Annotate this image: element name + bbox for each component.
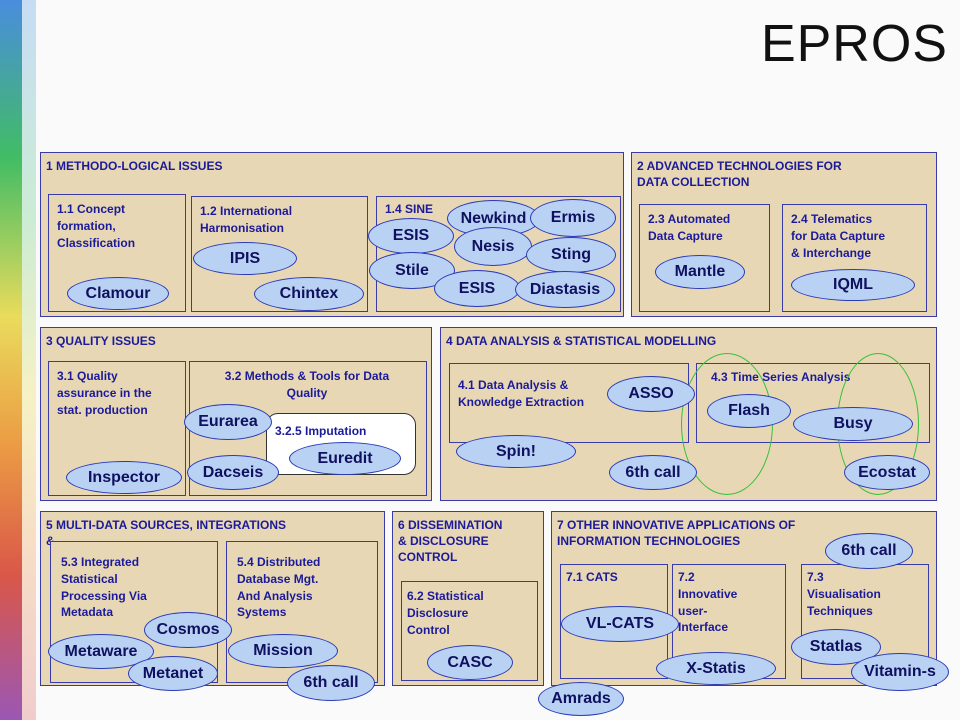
project-6th-call-analysis[interactable]: 6th call [609,455,697,490]
section-label: 3 QUALITY ISSUES [46,334,156,348]
project-flash[interactable]: Flash [707,394,791,428]
sub-label: 1.4 SINE [385,202,434,216]
sub-label: 3.2.5 Imputation [275,424,367,438]
section-label: 4 DATA ANALYSIS & STATISTICAL MODELLING [446,334,717,348]
project-ipis[interactable]: IPIS [193,242,297,275]
project-mantle[interactable]: Mantle [655,255,745,289]
sub-label: 4.1 Data Analysis & Knowledge Extraction [458,378,585,409]
sub-6-2: 6.2 Statistical Disclosure Control [401,581,538,681]
project-busy[interactable]: Busy [793,407,913,441]
project-casc[interactable]: CASC [427,645,513,680]
sub-label: 5.4 Distributed Database Mgt. And Analys… [237,555,321,620]
project-mission[interactable]: Mission [228,634,338,668]
sub-label: 2.3 Automated Data Capture [648,212,731,243]
project-dacseis[interactable]: Dacseis [187,455,279,490]
sub-label: 2.4 Telematics for Data Capture & Interc… [791,212,886,260]
project-metanet[interactable]: Metanet [128,656,218,691]
sub-label: 7.3 Visualisation Techniques [807,570,881,618]
project-sting[interactable]: Sting [526,237,616,273]
project-chintex[interactable]: Chintex [254,277,364,311]
project-ecostat[interactable]: Ecostat [844,455,930,490]
project-x-statis[interactable]: X-Statis [656,652,776,685]
project-6th-call-other[interactable]: 6th call [825,533,913,569]
sub-label: 3.2 Methods & Tools for Data Quality [224,369,390,400]
project-asso[interactable]: ASSO [607,376,695,412]
sub-label: 5.3 Integrated Statistical Processing Vi… [61,555,147,620]
project-eurarea[interactable]: Eurarea [184,404,272,440]
accent-bar-light [22,0,36,720]
project-inspector[interactable]: Inspector [66,461,182,494]
project-6th-call-multi[interactable]: 6th call [287,665,375,701]
sub-label: 7.2 Innovative user- Interface [678,570,738,635]
sub-label: 6.2 Statistical Disclosure Control [407,589,484,637]
project-clamour[interactable]: Clamour [67,277,169,310]
project-euredit[interactable]: Euredit [289,442,401,475]
section-label: 1 METHODO-LOGICAL ISSUES [46,159,223,173]
sub-label: 1.1 Concept formation, Classification [57,202,136,250]
section-label: 6 DISSEMINATION & DISCLOSURE CONTROL [398,518,503,565]
project-diastasis[interactable]: Diastasis [515,271,615,308]
project-cosmos[interactable]: Cosmos [144,612,232,648]
project-nesis[interactable]: Nesis [454,227,532,266]
sub-label: 7.1 CATS [566,570,618,584]
section-dissemination: 6 DISSEMINATION & DISCLOSURE CONTROL 6.2… [392,511,544,686]
project-iqml[interactable]: IQML [791,269,915,301]
project-amrads[interactable]: Amrads [538,682,624,716]
page-title: EPROS [760,15,948,73]
sub-label: 3.1 Quality assurance in the stat. produ… [57,369,152,417]
project-esis-2[interactable]: ESIS [434,270,520,307]
project-vl-cats[interactable]: VL-CATS [561,606,679,642]
project-ermis[interactable]: Ermis [530,199,616,237]
accent-bar [0,0,22,720]
project-stile[interactable]: Stile [369,252,455,289]
section-label: 7 OTHER INNOVATIVE APPLICATIONS OF INFOR… [557,518,796,549]
sub-label: 1.2 International Harmonisation [200,204,293,235]
project-spin[interactable]: Spin! [456,435,576,468]
section-label: 2 ADVANCED TECHNOLOGIES FOR DATA COLLECT… [637,159,842,190]
project-vitamin-s[interactable]: Vitamin-s [851,653,949,691]
project-esis-1[interactable]: ESIS [368,218,454,254]
